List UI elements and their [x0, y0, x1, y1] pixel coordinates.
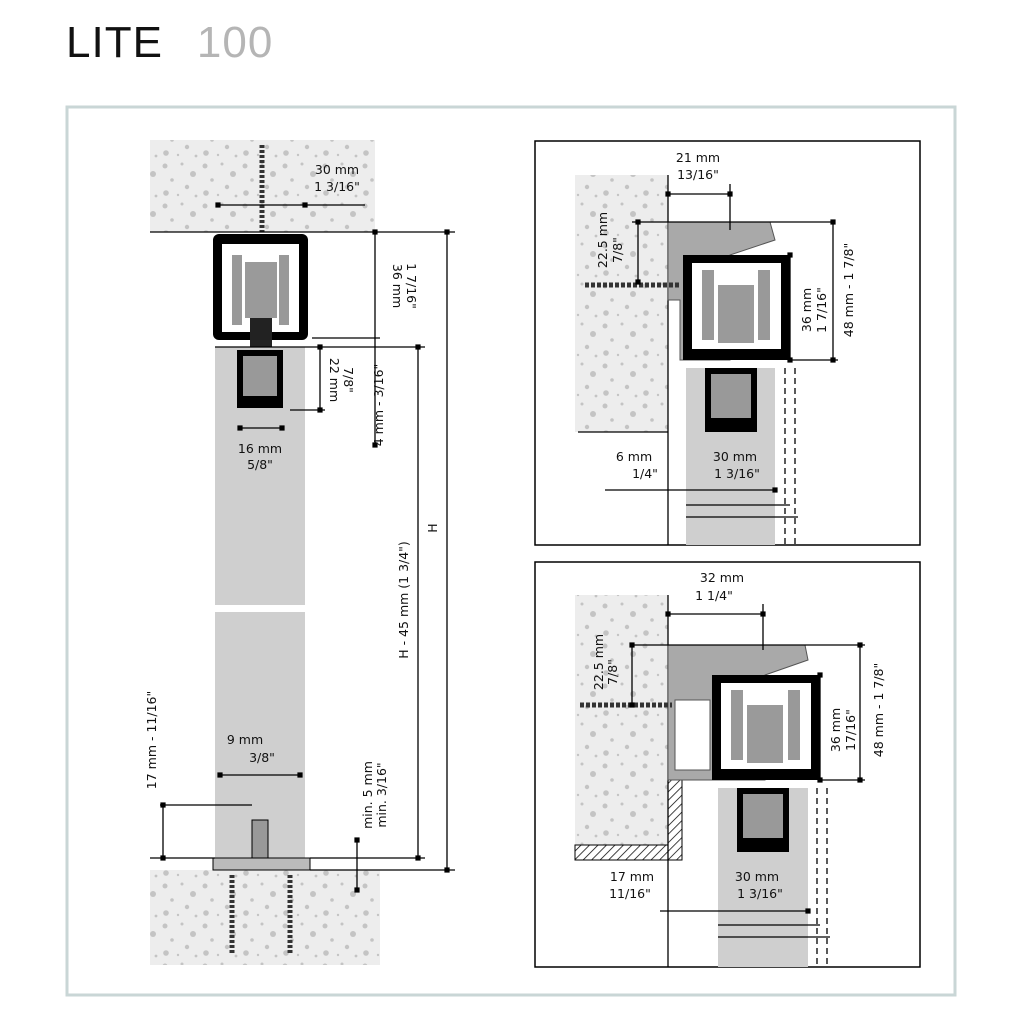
wall-gap-mm: 6 mm [616, 449, 652, 464]
door-width-mm: 30 mm [735, 869, 779, 884]
floor-gap-in: min. 3/16" [374, 762, 389, 827]
offset-mm: 32 mm [700, 570, 744, 585]
track-height-mm: 36 mm [828, 708, 843, 752]
track-height-in: 1 7/16" [814, 287, 829, 333]
product-number: 100 [196, 18, 274, 67]
screw-height-mm: 22.5 mm [595, 212, 610, 268]
front-view: 30 mm 1 3/16" 36 mm 1 7/16" 22 mm 7/8" 4… [144, 140, 455, 965]
wall-concrete [575, 175, 668, 432]
total-height: 48 mm - 1 7/8" [871, 663, 886, 757]
gap-label: 4 mm - 3/16" [371, 364, 386, 447]
total-height-label: H [425, 523, 440, 532]
track-height-in: 17/16" [843, 709, 858, 751]
floor-concrete [150, 870, 380, 965]
product-title: LITE 100 [66, 18, 273, 68]
offset-in: 1 1/4" [695, 588, 733, 603]
top-width-mm: 30 mm [315, 162, 359, 177]
top-width-in: 1 3/16" [314, 179, 360, 194]
floor-plate [212, 857, 311, 871]
door-width-in: 1 3/16" [737, 886, 783, 901]
guide-width-mm: 9 mm [227, 732, 263, 747]
guide-depth-label: 17 mm - 11/16" [144, 691, 159, 789]
offset-mm: 21 mm [676, 150, 720, 165]
floor-gap-mm: min. 5 mm [360, 761, 375, 829]
door-width-mm: 30 mm [713, 449, 757, 464]
product-name: LITE [66, 18, 163, 67]
screw-height-in: 7/8" [605, 659, 620, 685]
door-height-label: H - 45 mm (1 3/4") [396, 541, 411, 659]
carrier-height-mm: 22 mm [327, 358, 342, 402]
floor-guide [251, 819, 269, 861]
door-width-in: 1 3/16" [714, 466, 760, 481]
carrier-height-in: 7/8" [341, 367, 356, 393]
wall-mount-view: 21 mm 13/16" 22.5 mm 7/8" 36 mm 1 7/16" … [534, 140, 921, 546]
screw-height-mm: 22.5 mm [591, 634, 606, 690]
track-height-mm: 36 mm [799, 288, 814, 332]
wall-gap-in: 1/4" [632, 466, 658, 481]
outer-frame [65, 105, 957, 997]
track-height-in: 1 7/16" [404, 263, 419, 309]
groove-width-in: 5/8" [247, 457, 273, 472]
wall-concrete [575, 595, 668, 845]
wall-gap-mm: 17 mm [610, 869, 654, 884]
door-panel-lower [215, 612, 305, 858]
wall-gap-in: 11/16" [609, 886, 651, 901]
groove-width-mm: 16 mm [238, 441, 282, 456]
screw-height-in: 7/8" [610, 237, 625, 263]
wall-mount-spacer-view: 32 mm 1 1/4" 22.5 mm 7/8" 36 mm 17/16" 4… [534, 561, 921, 968]
total-height: 48 mm - 1 7/8" [841, 243, 856, 337]
track-height-mm: 36 mm [390, 264, 405, 308]
offset-in: 13/16" [677, 167, 719, 182]
guide-width-in: 3/8" [249, 750, 275, 765]
